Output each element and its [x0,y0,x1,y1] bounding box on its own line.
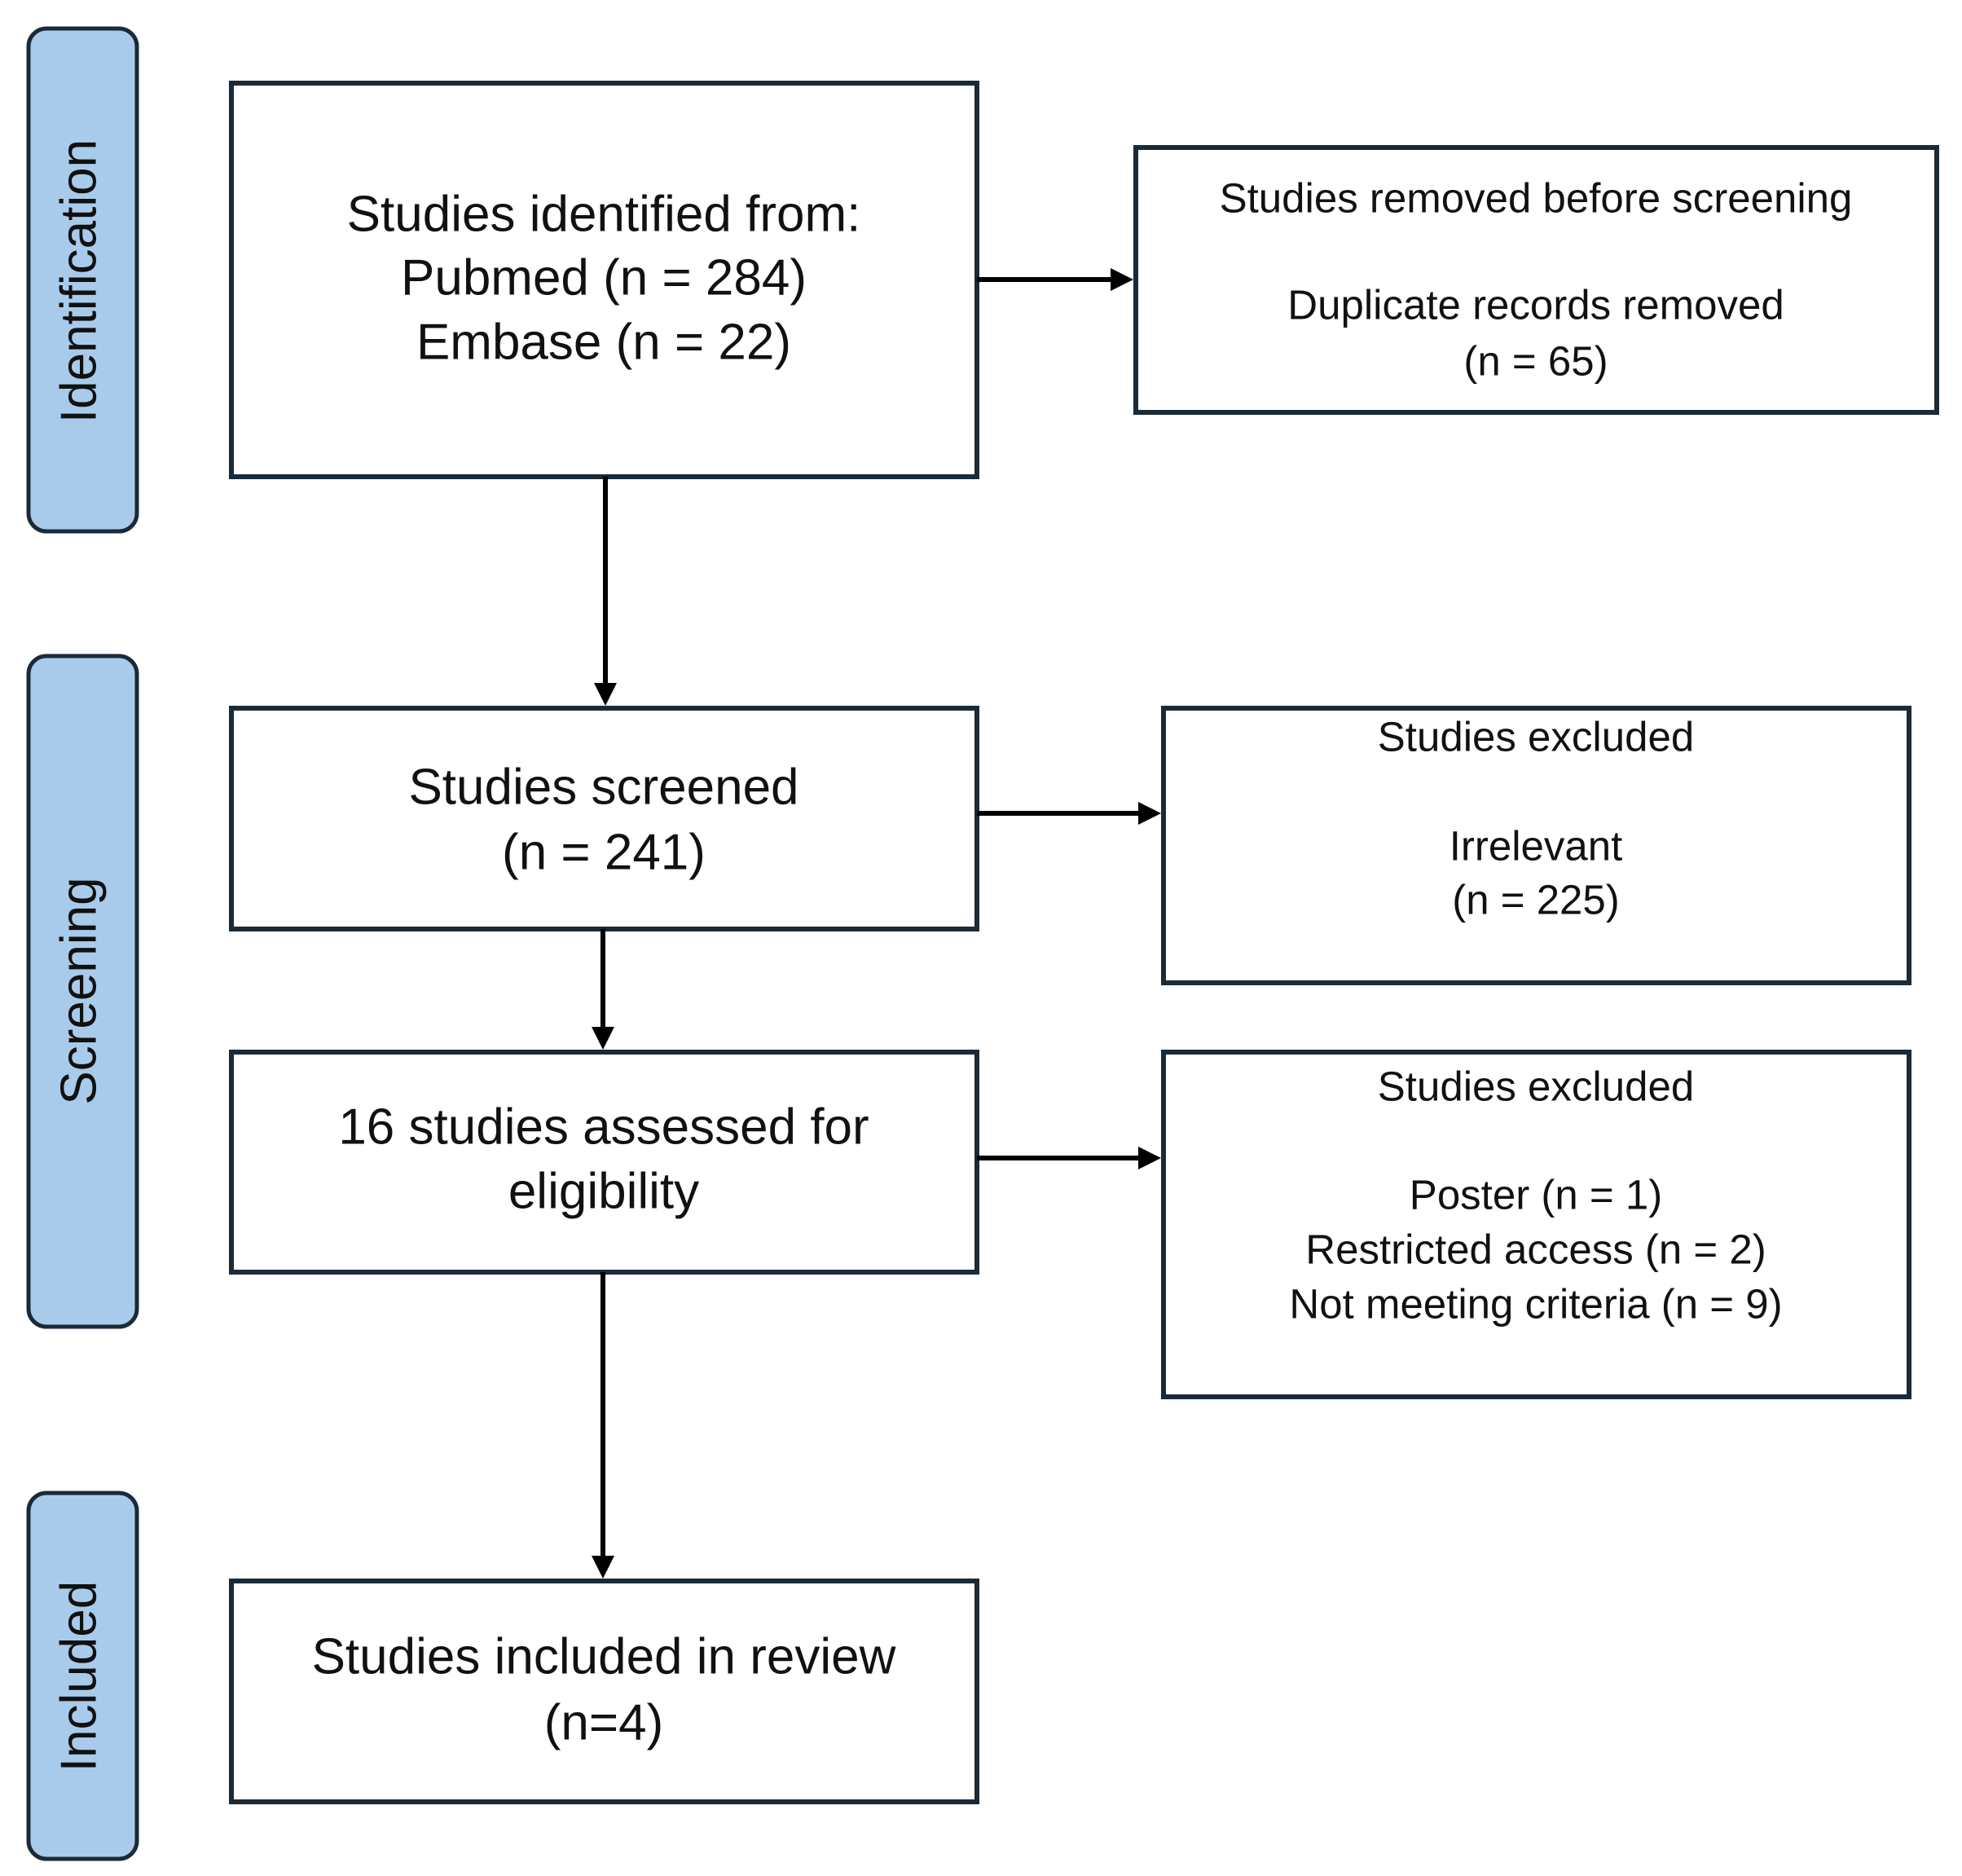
identified-box: Studies identified from: Pubmed (n = 284… [229,81,979,479]
excluded-screening-line-2: (n = 225) [1452,876,1620,923]
removed-line-1: Duplicate records removed [1287,281,1784,328]
excluded-eligibility-title: Studies excluded [1378,1063,1694,1109]
arrow-identified-to-removed [977,268,1133,291]
phase-screening: Screening [26,654,139,1329]
arrow-screened-to-assessed [592,929,614,1050]
arrow-identified-to-screened [594,477,617,706]
excluded-eligibility-line-2: Restricted access (n = 2) [1305,1226,1766,1272]
included-box: Studies included in review (n=4) [229,1579,979,1804]
assessed-line-2: eligibility [508,1163,699,1219]
identified-line-2: Pubmed (n = 284) [401,249,807,306]
screened-box: Studies screened (n = 241) [229,706,979,931]
arrow-assessed-to-excluded [977,1147,1161,1169]
assessed-box: 16 studies assessed for eligibility [229,1050,979,1275]
removed-line-2: (n = 65) [1463,337,1608,384]
excluded-screening-title: Studies excluded [1378,713,1694,760]
identified-line-3: Embase (n = 22) [416,314,791,370]
removed-box: Studies removed before screening Duplica… [1133,145,1939,415]
identified-line-1: Studies identified from: [347,186,861,242]
phase-included: Included [26,1491,139,1861]
screened-line-1: Studies screened [408,759,798,815]
phase-screening-label: Screening [51,877,107,1104]
phase-identification-label: Identification [51,139,107,423]
arrow-screened-to-excluded [977,802,1161,825]
removed-title: Studies removed before screening [1220,174,1853,221]
excluded-screening-line-1: Irrelevant [1450,822,1623,869]
excluded-eligibility-box: Studies excluded Poster (n = 1) Restrict… [1161,1050,1911,1399]
excluded-eligibility-line-1: Poster (n = 1) [1410,1171,1662,1218]
screened-line-2: (n = 241) [502,824,706,880]
phase-identification: Identification [26,26,139,534]
assessed-line-1: 16 studies assessed for [338,1099,869,1155]
excluded-eligibility-line-3: Not meeting criteria (n = 9) [1289,1280,1782,1327]
excluded-screening-box: Studies excluded Irrelevant (n = 225) [1161,706,1911,985]
arrow-assessed-to-included [592,1272,614,1579]
included-line-2: (n=4) [544,1694,663,1750]
phase-included-label: Included [51,1581,107,1772]
included-line-1: Studies included in review [312,1628,896,1684]
